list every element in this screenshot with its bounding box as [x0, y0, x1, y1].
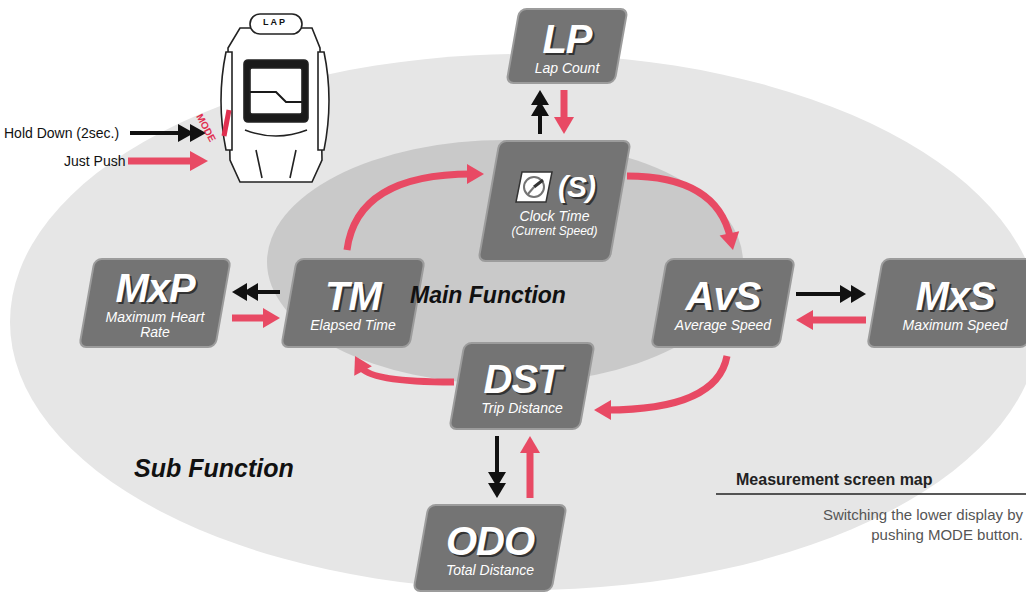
function-abbreviation: MxS [915, 274, 994, 318]
sub-function-box: MxSMaximum Speed [874, 258, 1026, 348]
connector [840, 285, 855, 303]
function-abbreviation: AvS [686, 274, 761, 318]
button-label: LAP [263, 17, 287, 27]
connector [531, 101, 549, 116]
connector [243, 283, 258, 301]
legend-text: Just Push [64, 153, 125, 169]
map-note: Switching the lower display by pushing M… [787, 505, 1023, 545]
function-name: Average Speed [675, 318, 771, 333]
connector [796, 292, 846, 296]
connector [606, 356, 727, 410]
function-name: Total Distance [446, 563, 534, 578]
connector [720, 231, 740, 250]
legend-text: Hold Down (2sec.) [4, 125, 119, 141]
connector [520, 436, 540, 453]
main-function-box: TMElapsed Time [288, 258, 418, 348]
function-abbreviation: LP [542, 17, 591, 61]
function-name: Elapsed Time [310, 318, 395, 333]
main-function-box: (S)Clock Time(Current Speed) [488, 140, 621, 262]
connector [554, 117, 574, 134]
heading-rule [716, 493, 1026, 495]
connector [495, 436, 499, 478]
main-function-box: AvSAverage Speed [658, 258, 788, 348]
area-title: Main Function [410, 282, 566, 309]
connector [232, 315, 268, 322]
function-abbreviation: (S) [558, 165, 595, 209]
connector [594, 400, 611, 420]
function-abbreviation: DST [484, 357, 561, 401]
function-name: Lap Count [535, 61, 600, 76]
connector [796, 310, 813, 330]
legend-arrow-samples [128, 124, 208, 171]
sub-function-box: LPLap Count [512, 8, 622, 84]
connector [488, 472, 506, 487]
main-function-box: DSTTrip Distance [456, 342, 588, 430]
connector [527, 448, 534, 498]
connector [627, 176, 730, 238]
function-abbreviation: MxP [115, 266, 194, 310]
map-heading: Measurement screen map [736, 471, 933, 489]
connector [467, 164, 484, 184]
connector [354, 356, 372, 376]
function-name: (Current Speed) [511, 224, 597, 238]
watch-illustration [221, 14, 329, 182]
function-name: Trip Distance [481, 401, 562, 416]
connector [347, 174, 472, 250]
connector [361, 367, 454, 382]
function-abbreviation: ODO [446, 519, 534, 563]
function-abbreviation: TM [325, 274, 381, 318]
function-name: Maximum Heart Rate [102, 310, 208, 340]
clock-icon [514, 170, 554, 204]
connector [263, 308, 280, 328]
icon-row: (S) [514, 165, 595, 209]
connector [808, 317, 866, 324]
function-name: Clock Time [520, 209, 590, 224]
sub-function-box: MxPMaximum Heart Rate [86, 258, 224, 348]
function-name: Maximum Speed [902, 318, 1007, 333]
area-title: Sub Function [134, 454, 294, 483]
box-shape [477, 140, 632, 262]
sub-function-box: ODOTotal Distance [420, 504, 560, 592]
